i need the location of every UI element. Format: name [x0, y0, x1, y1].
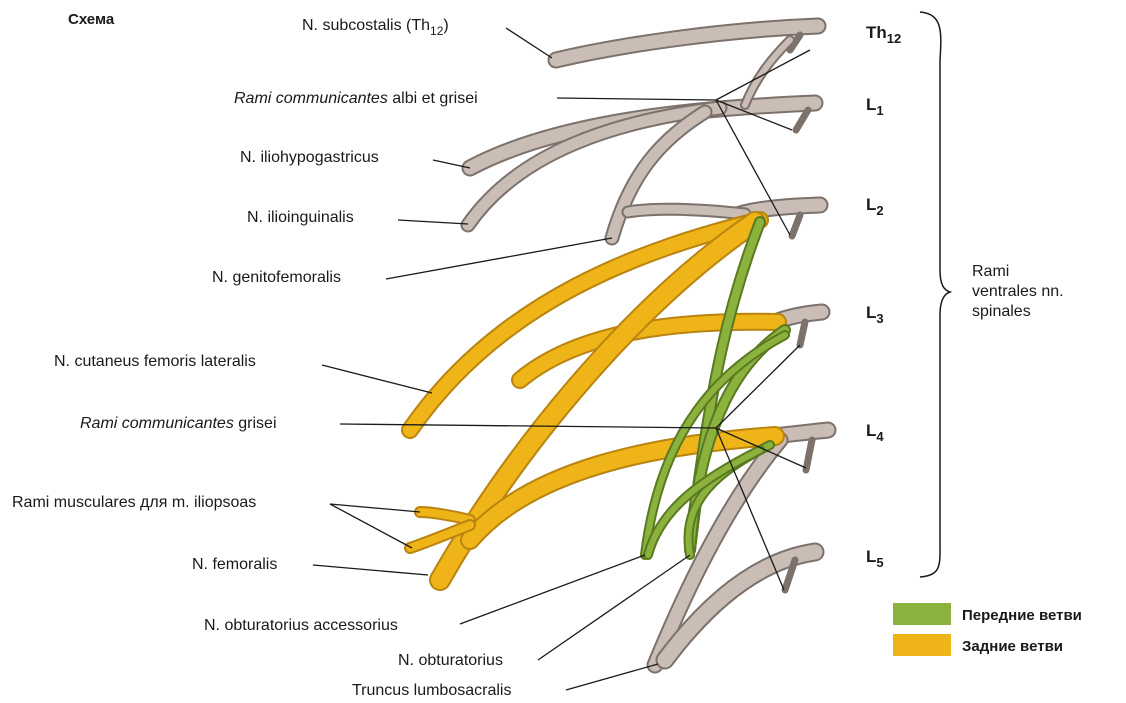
diagram-title: Схема: [68, 11, 115, 28]
label-obturatorius-accessorius: N. obturatorius accessorius: [204, 617, 398, 634]
level-l1: L1: [866, 95, 884, 118]
label-ilioinguinalis: N. ilioinguinalis: [247, 209, 354, 226]
legend-swatch-anterior: [893, 603, 951, 625]
bracket-label-line3: spinales: [972, 303, 1031, 320]
label-subcostalis: N. subcostalis (Th12): [302, 17, 449, 38]
label-femoralis: N. femoralis: [192, 556, 277, 573]
level-l5: L5: [866, 547, 884, 570]
label-truncus-lumbosacralis: Truncus lumbosacralis: [352, 682, 511, 699]
label-rami-musculares: Rami musculares для m. iliopsoas: [12, 494, 256, 511]
bracket-label-line2: ventrales nn.: [972, 283, 1064, 300]
legend: Передние ветви Задние ветви: [893, 603, 1082, 656]
bracket-label-line1: Rami: [972, 263, 1009, 280]
label-rami-communicantes-grisei: Rami communicantes grisei: [80, 415, 277, 432]
label-iliohypogastricus: N. iliohypogastricus: [240, 149, 379, 166]
label-obturatorius: N. obturatorius: [398, 652, 503, 669]
legend-label-posterior: Задние ветви: [962, 638, 1063, 655]
level-l3: L3: [866, 303, 884, 326]
level-l4: L4: [866, 421, 884, 444]
label-rami-communicantes-albi: Rami communicantes albi et grisei: [234, 90, 478, 107]
rami-ventrales-bracket: [920, 12, 950, 577]
label-cutaneus-femoris-lateralis: N. cutaneus femoris lateralis: [54, 353, 256, 370]
level-th12: Th12: [866, 23, 901, 46]
green-nerves: [645, 222, 785, 555]
level-l2: L2: [866, 195, 884, 218]
label-genitofemoralis: N. genitofemoralis: [212, 269, 341, 286]
legend-label-anterior: Передние ветви: [962, 607, 1082, 624]
legend-swatch-posterior: [893, 634, 951, 656]
